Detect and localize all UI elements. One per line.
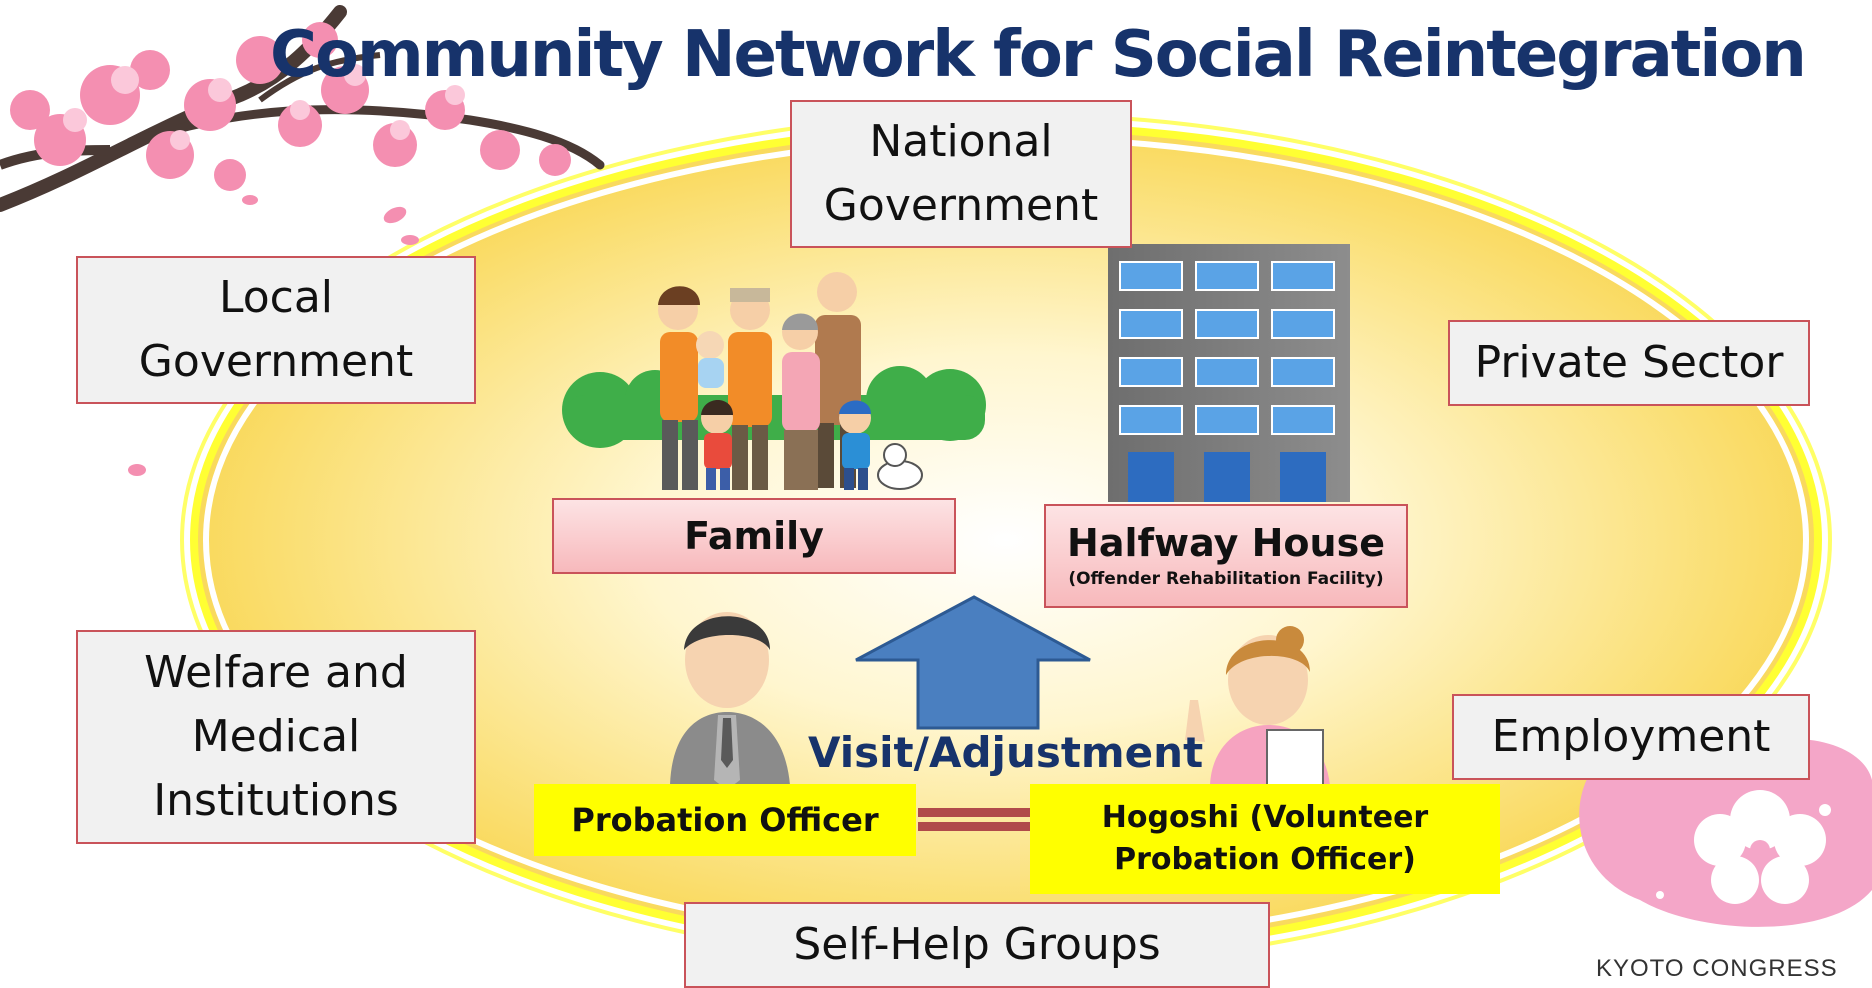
node-label: Self-Help Groups (793, 919, 1161, 970)
node-label: Family (684, 514, 824, 558)
node-national-government: National Government (790, 100, 1132, 248)
node-sublabel: (Offender Rehabilitation Facility) (1068, 569, 1384, 589)
probation-officer-illustration (670, 612, 790, 790)
family-illustration (562, 272, 986, 490)
node-halfway-house: Halfway House (Offender Rehabilitation F… (1044, 504, 1408, 608)
node-label-line: National (869, 116, 1053, 167)
node-label: Halfway House (1067, 521, 1385, 565)
node-probation-officer: Probation Officer (534, 784, 916, 856)
kyoto-congress-logo (1579, 738, 1872, 927)
node-label-line: Government (823, 180, 1099, 231)
hogoshi-illustration (1185, 626, 1330, 791)
halfway-house-building (1108, 244, 1350, 502)
connector-line (918, 808, 1030, 831)
node-label: Employment (1491, 711, 1771, 762)
node-self-help-groups: Self-Help Groups (684, 902, 1270, 988)
node-label-line: Probation Officer) (1114, 842, 1416, 877)
node-family: Family (552, 498, 956, 574)
node-label-line: Government (138, 336, 414, 387)
node-welfare-medical: Welfare and Medical Institutions (76, 630, 476, 844)
node-label: Probation Officer (571, 801, 879, 839)
node-private-sector: Private Sector (1448, 320, 1810, 406)
logo-text: KYOTO CONGRESS (1596, 955, 1838, 982)
up-arrow-icon (855, 595, 1091, 730)
node-local-government: Local Government (76, 256, 476, 404)
node-label-line: Institutions (153, 775, 399, 826)
cherry-blossom-branch (0, 5, 605, 476)
node-label-line: Hogoshi (Volunteer (1101, 800, 1429, 835)
node-hogoshi: Hogoshi (Volunteer Probation Officer) (1030, 784, 1500, 894)
arrow-label: Visit/Adjustment (808, 728, 1204, 777)
node-label-line: Medical (191, 711, 361, 762)
page-title: Community Network for Social Reintegrati… (270, 18, 1807, 92)
node-label: Private Sector (1474, 337, 1784, 388)
node-label-line: Local (218, 272, 334, 323)
node-label-line: Welfare and (144, 647, 408, 698)
node-employment: Employment (1452, 694, 1810, 780)
